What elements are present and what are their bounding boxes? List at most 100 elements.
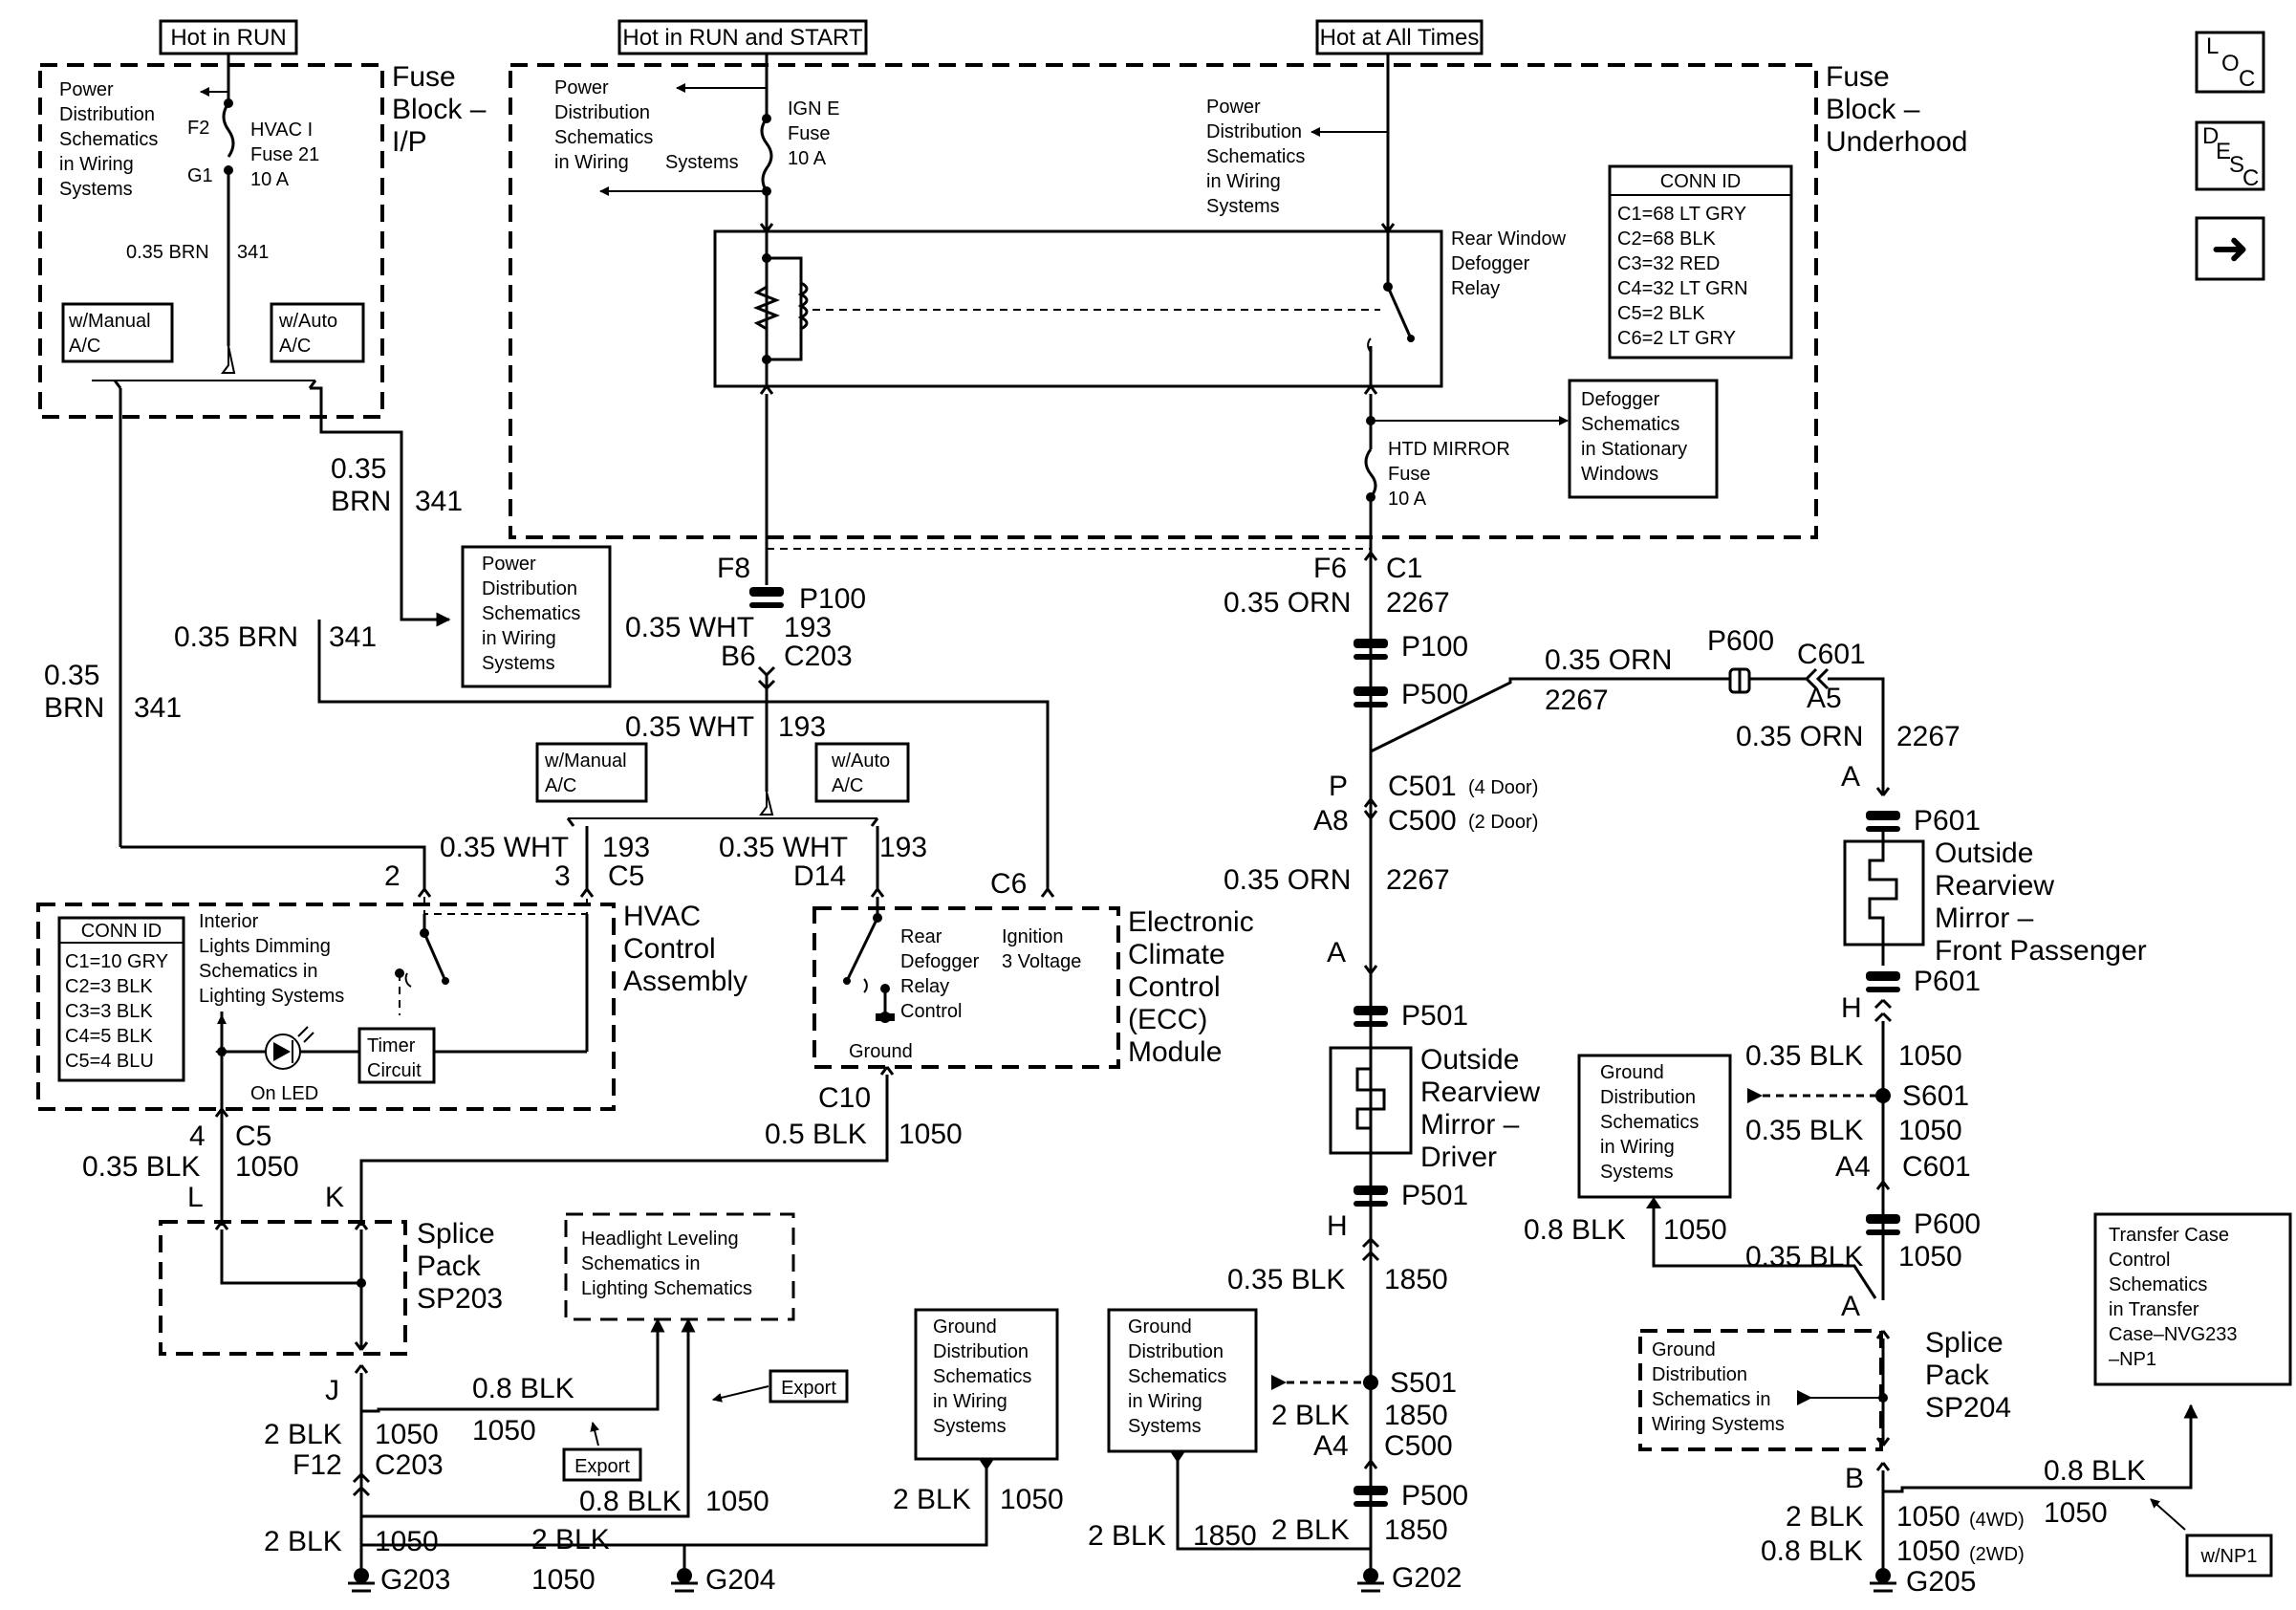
svg-text:C500: C500 [1384, 1430, 1453, 1462]
svg-text:Export: Export [574, 1456, 630, 1477]
gds-ref-4: Ground Distribution Schematics in Wiring… [1652, 1339, 1785, 1435]
svg-text:P500: P500 [1401, 679, 1468, 710]
svg-text:Hot in RUN: Hot in RUN [170, 25, 286, 51]
svg-text:Module: Module [1128, 1036, 1222, 1068]
svg-text:H: H [1327, 1210, 1348, 1242]
svg-text:2267: 2267 [1896, 721, 1960, 752]
svg-text:B: B [1845, 1463, 1864, 1494]
export-tag-1: Export [769, 1369, 849, 1403]
description-button[interactable]: D E S C [2195, 120, 2265, 191]
svg-text:Power: Power [554, 77, 609, 98]
svg-text:Systems: Systems [1600, 1162, 1674, 1183]
svg-text:(2 Door): (2 Door) [1468, 812, 1538, 833]
svg-text:A5: A5 [1807, 683, 1842, 714]
svg-text:P501: P501 [1401, 1000, 1468, 1032]
svg-text:(4 Door): (4 Door) [1468, 777, 1538, 798]
svg-text:1850: 1850 [1193, 1520, 1257, 1552]
svg-text:G205: G205 [1906, 1566, 1976, 1598]
svg-text:L: L [2206, 33, 2219, 59]
mirror-passenger-heater [1843, 832, 1925, 966]
svg-text:Control: Control [623, 933, 716, 965]
svg-text:0.35 WHT: 0.35 WHT [625, 612, 754, 643]
svg-text:1050: 1050 [1000, 1484, 1064, 1515]
ecc-module-outline [812, 906, 1120, 1069]
svg-text:C6=2 LT GRY: C6=2 LT GRY [1617, 328, 1736, 349]
ecc-rear-defogger-label: Rear Defogger Relay Control [900, 926, 980, 1022]
underhood-conn-id-table: CONN ID C1=68 LT GRY C2=68 BLK C3=32 RED… [1608, 164, 1793, 359]
svg-text:Headlight Leveling: Headlight Leveling [581, 1229, 739, 1250]
svg-text:0.35 BLK: 0.35 BLK [82, 1151, 200, 1183]
svg-text:2 BLK: 2 BLK [264, 1419, 342, 1450]
svg-text:Fuse: Fuse [392, 61, 456, 93]
svg-text:1050: 1050 [1898, 1040, 1962, 1072]
svg-text:SP204: SP204 [1925, 1392, 2011, 1424]
svg-text:0.5 BLK: 0.5 BLK [765, 1119, 867, 1150]
svg-text:0.8 BLK: 0.8 BLK [1761, 1535, 1863, 1567]
svg-text:Pack: Pack [1925, 1360, 1990, 1391]
svg-text:Lighting Schematics: Lighting Schematics [581, 1278, 752, 1299]
svg-text:in Wiring: in Wiring [59, 154, 134, 175]
svg-text:BRN: BRN [331, 486, 391, 517]
ground-g205: G205 [1870, 1566, 1976, 1598]
svg-text:2 BLK: 2 BLK [1271, 1400, 1350, 1431]
svg-text:Defogger: Defogger [900, 951, 980, 972]
svg-text:Distribution: Distribution [1652, 1364, 1747, 1385]
svg-text:F6: F6 [1313, 553, 1347, 584]
svg-text:E: E [2216, 139, 2231, 164]
svg-text:Pack: Pack [417, 1251, 482, 1282]
svg-text:Rearview: Rearview [1935, 870, 2054, 902]
gds-ref-1: Ground Distribution Schematics in Wiring… [914, 1308, 1059, 1461]
svg-text:Splice: Splice [417, 1218, 495, 1250]
svg-text:2 BLK: 2 BLK [1786, 1501, 1864, 1533]
svg-text:3 Voltage: 3 Voltage [1002, 951, 1081, 972]
pds-ref-igne: Power Distribution Schematics in Wiring … [554, 77, 739, 173]
svg-text:A: A [1327, 937, 1346, 968]
svg-text:Schematics: Schematics [1206, 146, 1305, 167]
hvac-control-outline [36, 903, 616, 1111]
option-auto-ac-wht: w/Auto A/C [814, 742, 910, 803]
svg-text:Schematics: Schematics [482, 603, 580, 624]
svg-text:F12: F12 [292, 1449, 342, 1481]
svg-text:Ground: Ground [933, 1316, 997, 1338]
svg-text:Underhood: Underhood [1826, 126, 1967, 158]
svg-text:10 A: 10 A [1388, 489, 1427, 510]
hvac-conn-id-table: CONN ID C1=10 GRY C2=3 BLK C3=3 BLK C4=5… [57, 916, 185, 1082]
svg-text:C10: C10 [818, 1082, 871, 1114]
option-auto-ac-ip: w/Auto A/C [270, 302, 365, 363]
svg-text:C: C [2239, 66, 2255, 92]
option-np1-tag: w/NP1 [2185, 1534, 2273, 1577]
svg-text:0.35 BLK: 0.35 BLK [1745, 1040, 1863, 1072]
svg-text:(ECC): (ECC) [1128, 1004, 1207, 1035]
led-icon [265, 1026, 314, 1070]
svg-text:0.35: 0.35 [44, 660, 99, 691]
source-hot-in-run-start: Hot in RUN and START [617, 19, 868, 55]
svg-text:Systems: Systems [1128, 1416, 1202, 1437]
svg-text:1850: 1850 [1384, 1264, 1448, 1295]
svg-text:Wiring Systems: Wiring Systems [1652, 1414, 1785, 1435]
svg-text:BRN: BRN [44, 692, 104, 724]
svg-text:C4=32 LT GRN: C4=32 LT GRN [1617, 278, 1748, 299]
svg-text:1050: 1050 [2044, 1497, 2108, 1529]
svg-text:2267: 2267 [1545, 685, 1609, 716]
timer-circuit: Timer Circuit [357, 1027, 436, 1084]
svg-text:2267: 2267 [1386, 864, 1450, 896]
svg-text:Schematics: Schematics [2109, 1274, 2207, 1295]
next-page-button[interactable]: ➜ [2195, 216, 2265, 281]
location-button[interactable]: L O C [2195, 31, 2265, 94]
svg-text:0.35 WHT: 0.35 WHT [440, 832, 569, 863]
svg-text:C601: C601 [1797, 639, 1866, 670]
svg-text:A/C: A/C [69, 336, 100, 357]
svg-text:SP203: SP203 [417, 1283, 503, 1315]
svg-text:2 BLK: 2 BLK [1271, 1514, 1350, 1546]
svg-text:Schematics in: Schematics in [581, 1253, 701, 1274]
svg-text:Fuse: Fuse [1826, 61, 1890, 93]
svg-text:CONN ID: CONN ID [81, 921, 162, 942]
svg-text:in Transfer: in Transfer [2109, 1299, 2199, 1320]
svg-text:A4: A4 [1835, 1151, 1871, 1183]
svg-text:w/NP1: w/NP1 [2200, 1546, 2258, 1567]
svg-text:Export: Export [781, 1378, 836, 1399]
ground-g202: G202 [1357, 1562, 1462, 1594]
ground-g204: G204 [671, 1564, 775, 1596]
svg-text:A/C: A/C [279, 336, 311, 357]
svg-text:Schematics: Schematics [933, 1366, 1031, 1387]
